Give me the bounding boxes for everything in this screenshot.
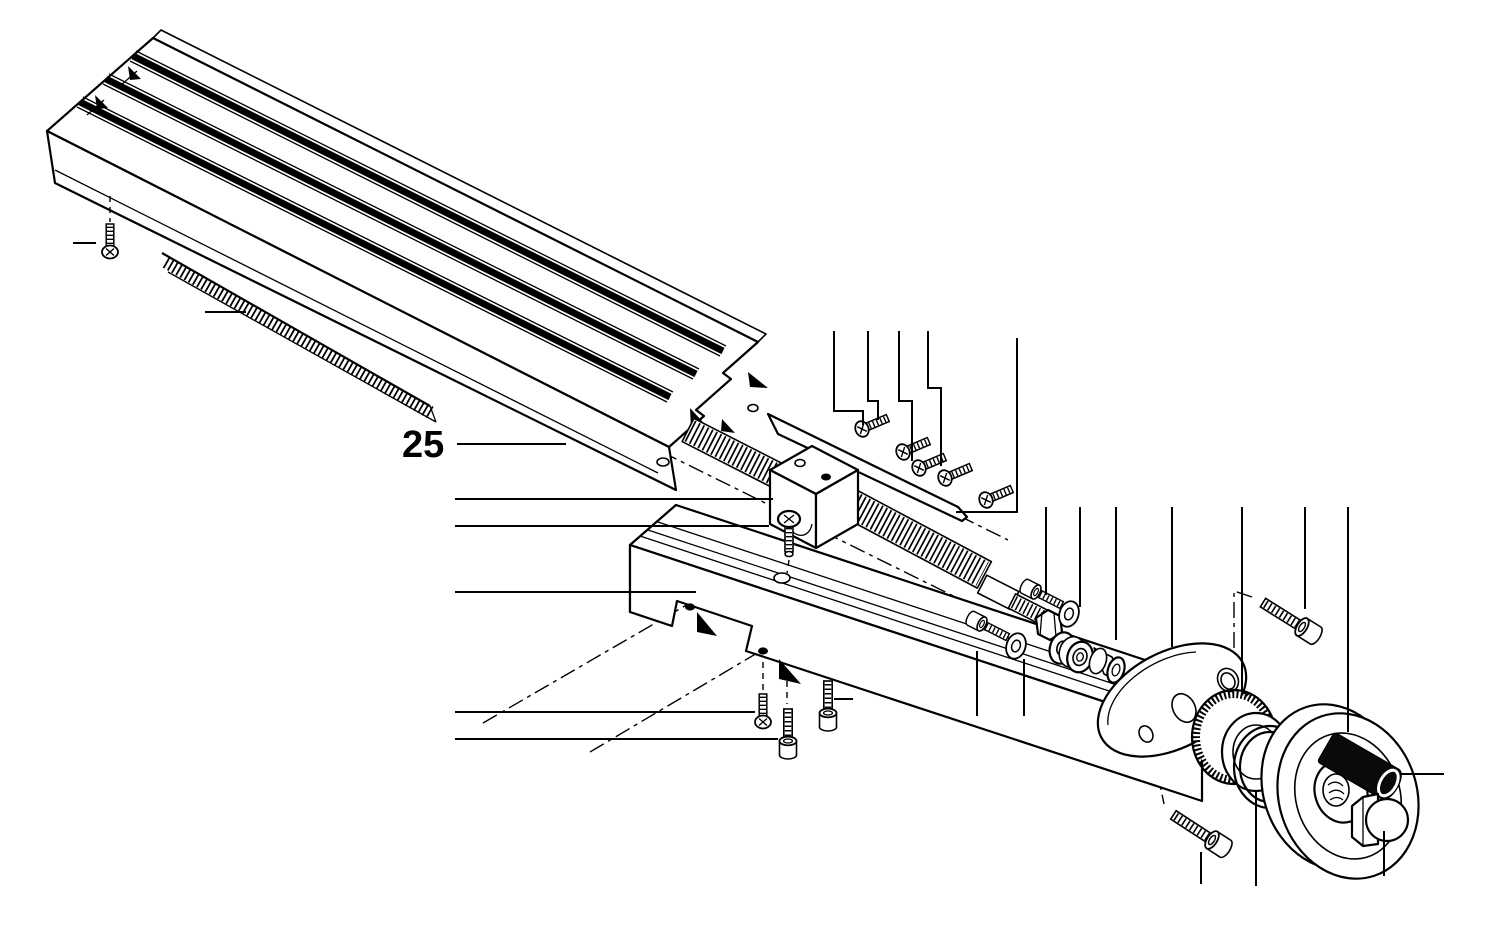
t-slot-table (45, 29, 768, 492)
bearing-block-center-hole (1171, 692, 1197, 724)
table-fixing-screw (102, 196, 118, 259)
ball-bearing (1058, 635, 1094, 674)
feed-nut-block (768, 444, 860, 550)
callout-line-gib-screw (898, 331, 913, 461)
callout-line-gib-screw (833, 331, 864, 425)
saddle-screw-hole (773, 572, 791, 584)
gib-strip (766, 412, 969, 523)
saddle-mount-hole (685, 603, 695, 611)
saddle-notch-shadow (697, 612, 717, 636)
handle-grip (1317, 732, 1402, 801)
callout-line-gib-strip (956, 338, 1018, 513)
saddle-hole-centerline (482, 602, 691, 724)
saddle-mount-hole (758, 647, 768, 655)
table-t-slot-grooves (76, 50, 727, 403)
saddle-mounting-screw (820, 681, 837, 731)
nut-block-hole (821, 473, 831, 481)
t-slot-end-shadow (748, 372, 768, 388)
saddle-mounting-screw (780, 709, 797, 759)
saddle-hole-centerline (589, 648, 765, 753)
nut-block-screw (776, 509, 802, 574)
table-end-hole (747, 403, 759, 413)
t-slot-groove (78, 98, 672, 401)
nut-block-right-face (814, 468, 860, 550)
measuring-scale (161, 252, 437, 423)
bore-thread-lines (1327, 781, 1345, 801)
part-label: 25 (402, 424, 444, 466)
bearing-block-ear-hole (1220, 672, 1236, 690)
bearing-block-screw (1168, 807, 1235, 860)
gib-screw (853, 411, 891, 439)
bearing-block-ear-hole (1138, 725, 1154, 743)
cap-nut (1350, 792, 1410, 848)
spacer-bushing (1088, 647, 1126, 684)
t-slot-groove (131, 52, 725, 355)
table-front-edge-line (54, 169, 659, 474)
table-front-face (45, 129, 678, 492)
bearing-block-screw (1258, 594, 1325, 646)
nut-block-hole (794, 458, 806, 468)
part-number-25: 25 (402, 424, 444, 466)
table-left-end-steps (86, 70, 138, 116)
bearing-screw-centerline (1233, 590, 1253, 684)
gib-screw (977, 482, 1015, 510)
scale-tick-marks (162, 256, 437, 420)
t-slot-groove (104, 75, 698, 378)
saddle-mounting-screws (755, 662, 837, 759)
saddle-notch-shadow (779, 659, 801, 684)
t-slot-end-shadow (721, 419, 735, 433)
saddle-mounting-screw (755, 694, 771, 729)
table-end-hole (656, 457, 670, 467)
screw-insert-dash (786, 559, 790, 574)
callout-line-gib-screw (867, 331, 879, 420)
callout-leaders (73, 242, 1444, 886)
callout-line-gib-screw (927, 331, 942, 466)
